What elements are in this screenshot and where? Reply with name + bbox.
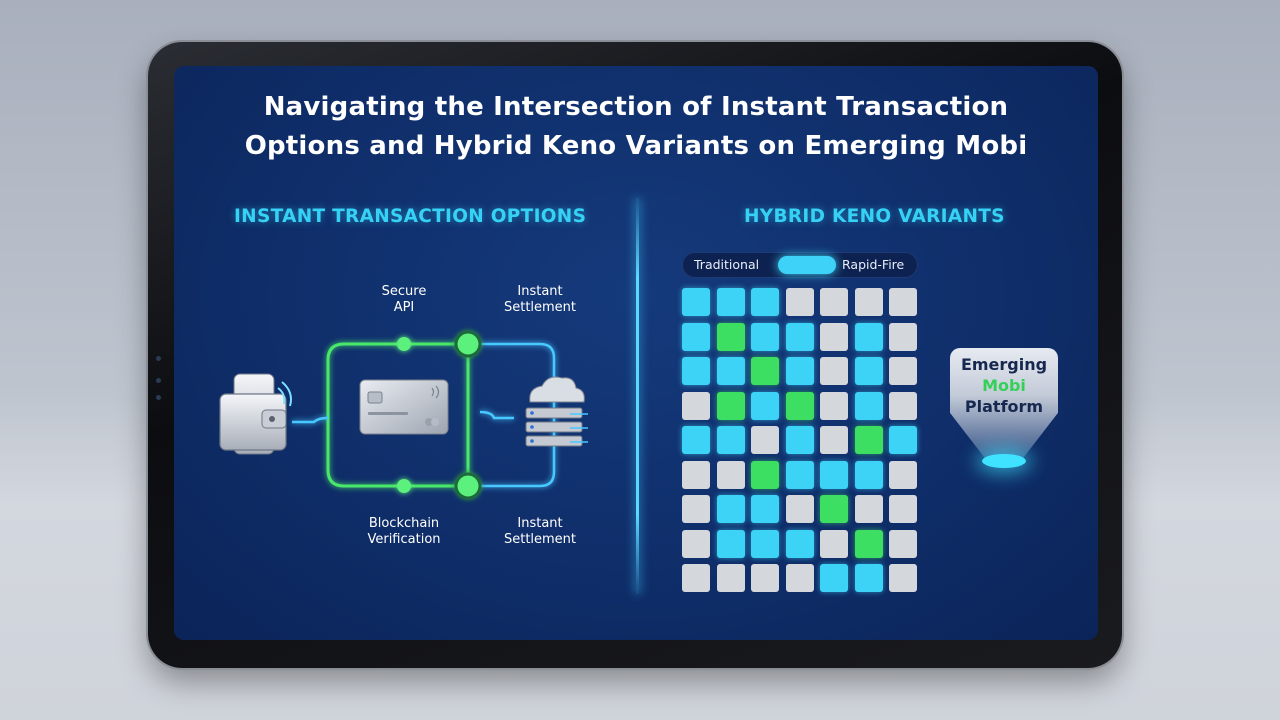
keno-cell[interactable]	[716, 322, 745, 351]
keno-cell[interactable]	[751, 357, 779, 385]
keno-cell[interactable]	[854, 460, 883, 489]
keno-cell[interactable]	[820, 391, 848, 420]
instant-settlement-label-bottom: Instant Settlement	[503, 516, 577, 547]
keno-cell[interactable]	[820, 426, 848, 454]
keno-cell[interactable]	[820, 529, 848, 558]
keno-number-grid	[682, 288, 917, 592]
keno-cell[interactable]	[751, 564, 779, 592]
keno-cell[interactable]	[854, 357, 883, 385]
hybrid-keno-heading: HYBRID KENO VARIANTS	[744, 206, 1005, 227]
keno-cell[interactable]	[854, 495, 883, 523]
keno-cell[interactable]	[716, 564, 745, 592]
instant-settlement-label-top: Instant Settlement	[503, 284, 577, 315]
toggle-knob[interactable]	[778, 256, 836, 274]
keno-cell[interactable]	[785, 564, 814, 592]
settlement-node-top	[454, 330, 482, 358]
keno-cell[interactable]	[716, 391, 745, 420]
keno-cell[interactable]	[854, 288, 883, 316]
keno-cell[interactable]	[682, 391, 710, 420]
blue-flow-lines	[292, 342, 556, 488]
keno-cell[interactable]	[889, 288, 917, 316]
keno-cell[interactable]	[785, 391, 814, 420]
platform-label: Emerging Mobi Platform	[960, 355, 1048, 416]
keno-cell[interactable]	[751, 529, 779, 558]
secure-api-node	[397, 337, 411, 351]
keno-cell[interactable]	[751, 288, 779, 316]
settlement-node-bottom	[454, 472, 482, 500]
keno-mode-toggle[interactable]: Traditional Rapid-Fire	[682, 252, 918, 278]
keno-cell[interactable]	[785, 357, 814, 385]
keno-cell[interactable]	[889, 529, 917, 558]
keno-cell[interactable]	[785, 322, 814, 351]
keno-cell[interactable]	[889, 357, 917, 385]
keno-cell[interactable]	[716, 357, 745, 385]
keno-cell[interactable]	[854, 529, 883, 558]
keno-cell[interactable]	[751, 460, 779, 489]
keno-cell[interactable]	[785, 529, 814, 558]
cloud-server-icon	[525, 376, 588, 447]
keno-cell[interactable]	[716, 460, 745, 489]
secure-api-label: Secure API	[381, 284, 427, 315]
keno-cell[interactable]	[682, 564, 710, 592]
keno-cell[interactable]	[785, 288, 814, 316]
keno-cell[interactable]	[820, 322, 848, 351]
keno-cell[interactable]	[682, 529, 710, 558]
instant-transaction-heading: INSTANT TRANSACTION OPTIONS	[234, 206, 587, 227]
keno-cell[interactable]	[716, 426, 745, 454]
blockchain-node	[397, 479, 411, 493]
toggle-label-traditional[interactable]: Traditional	[694, 257, 760, 272]
keno-cell[interactable]	[682, 357, 710, 385]
toggle-label-rapid-fire[interactable]: Rapid-Fire	[842, 257, 905, 272]
keno-cell[interactable]	[820, 460, 848, 489]
keno-cell[interactable]	[751, 426, 779, 454]
keno-cell[interactable]	[854, 322, 883, 351]
keno-cell[interactable]	[889, 460, 917, 489]
title-line-2: Options and Hybrid Keno Variants on Emer…	[244, 131, 1028, 161]
page-title: Navigating the Intersection of Instant T…	[174, 88, 1098, 166]
keno-cell[interactable]	[820, 495, 848, 523]
keno-cell[interactable]	[751, 495, 779, 523]
sensor-dot	[156, 378, 161, 383]
keno-cell[interactable]	[854, 391, 883, 420]
keno-cell[interactable]	[889, 426, 917, 454]
transaction-flow-diagram	[219, 330, 588, 500]
keno-cell[interactable]	[682, 288, 710, 316]
camera-dot	[156, 356, 161, 361]
keno-cell[interactable]	[751, 322, 779, 351]
keno-cell[interactable]	[785, 460, 814, 489]
keno-cell[interactable]	[889, 564, 917, 592]
wallet-icon	[219, 373, 292, 455]
section-divider	[636, 198, 639, 594]
keno-cell[interactable]	[716, 495, 745, 523]
sensor-dot	[156, 395, 161, 400]
keno-cell[interactable]	[820, 288, 848, 316]
keno-cell[interactable]	[682, 495, 710, 523]
credit-card-icon	[359, 379, 449, 435]
keno-cell[interactable]	[889, 495, 917, 523]
keno-cell[interactable]	[854, 426, 883, 454]
keno-cell[interactable]	[820, 357, 848, 385]
keno-cell[interactable]	[854, 564, 883, 592]
keno-cell[interactable]	[716, 288, 745, 316]
tablet-screen: Navigating the Intersection of Instant T…	[174, 66, 1098, 640]
keno-cell[interactable]	[889, 322, 917, 351]
title-line-1: Navigating the Intersection of Instant T…	[263, 92, 1009, 122]
keno-cell[interactable]	[682, 460, 710, 489]
keno-cell[interactable]	[785, 495, 814, 523]
keno-cell[interactable]	[682, 426, 710, 454]
keno-cell[interactable]	[682, 322, 710, 351]
keno-cell[interactable]	[785, 426, 814, 454]
blockchain-verification-label: Blockchain Verification	[367, 516, 441, 547]
keno-cell[interactable]	[716, 529, 745, 558]
keno-cell[interactable]	[820, 564, 848, 592]
keno-cell[interactable]	[751, 391, 779, 420]
keno-cell[interactable]	[889, 391, 917, 420]
platform-glow-base	[982, 454, 1026, 468]
